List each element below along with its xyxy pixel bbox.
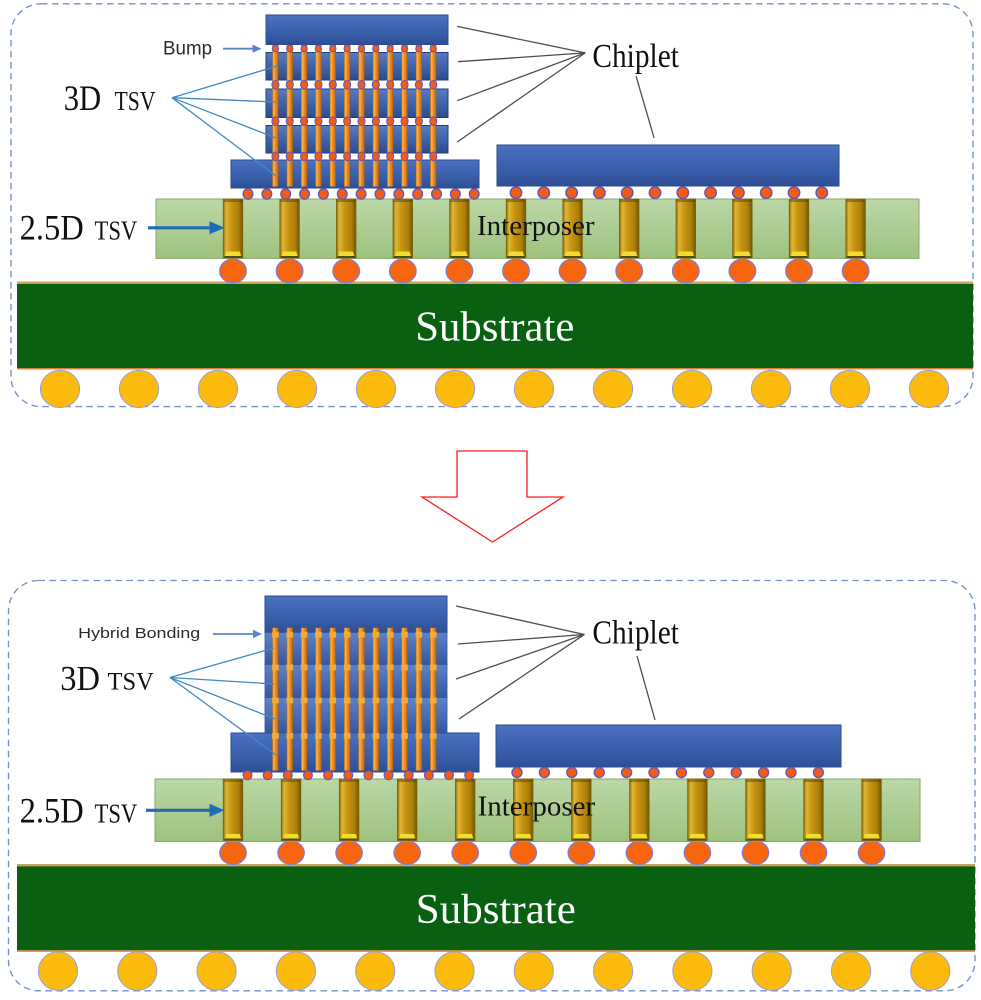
svg-text:Hybrid Bonding: Hybrid Bonding (78, 625, 200, 642)
svg-text:Chiplet: Chiplet (592, 38, 679, 75)
svg-text:Substrate: Substrate (416, 887, 576, 933)
svg-text:TSV: TSV (115, 86, 156, 116)
svg-text:TSV: TSV (108, 669, 154, 696)
svg-text:2.5D: 2.5D (20, 208, 84, 248)
svg-text:3D: 3D (64, 78, 101, 118)
svg-text:2.5D: 2.5D (20, 790, 84, 830)
svg-text:Bump: Bump (163, 39, 212, 60)
svg-text:Interposer: Interposer (477, 210, 595, 242)
svg-text:TSV: TSV (95, 798, 138, 828)
svg-text:3D: 3D (60, 659, 100, 698)
svg-text:Chiplet: Chiplet (592, 615, 679, 652)
svg-text:Interposer: Interposer (478, 791, 596, 823)
svg-text:Substrate: Substrate (415, 305, 574, 351)
svg-text:TSV: TSV (95, 216, 138, 246)
